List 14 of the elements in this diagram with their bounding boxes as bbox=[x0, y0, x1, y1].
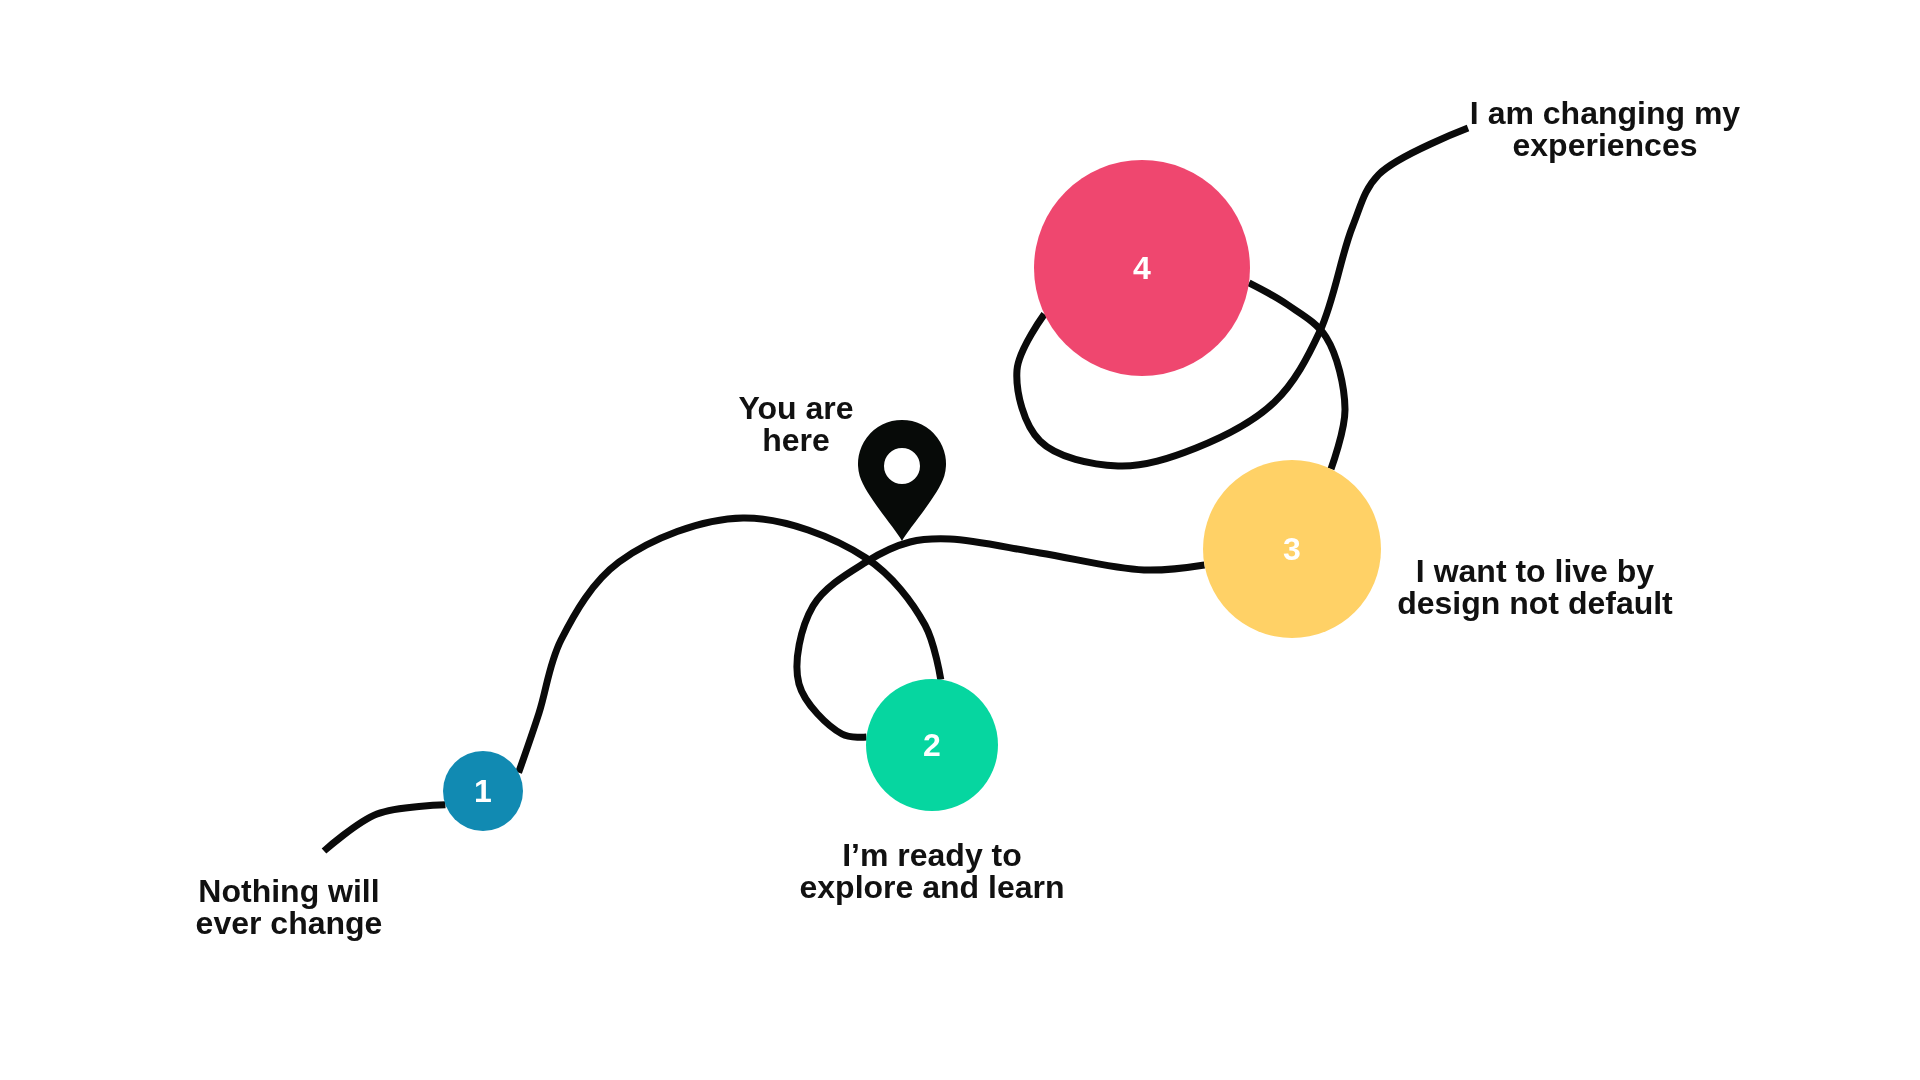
step-caption: I am changing my experiences bbox=[1468, 97, 1742, 161]
step-number: 2 bbox=[923, 729, 941, 761]
step-caption: I’m ready to explore and learn bbox=[798, 839, 1066, 903]
step-number: 1 bbox=[474, 775, 492, 807]
winding-line bbox=[793, 535, 1205, 741]
step-number: 3 bbox=[1283, 533, 1301, 565]
location-label: You are here bbox=[737, 392, 855, 456]
winding-line bbox=[1013, 124, 1470, 470]
winding-line bbox=[515, 514, 945, 774]
step-caption: Nothing will ever change bbox=[194, 875, 384, 939]
step-number: 4 bbox=[1133, 252, 1151, 284]
step-caption: I want to live by design not default bbox=[1396, 555, 1674, 619]
winding-line bbox=[321, 801, 446, 854]
winding-line bbox=[1247, 279, 1349, 471]
